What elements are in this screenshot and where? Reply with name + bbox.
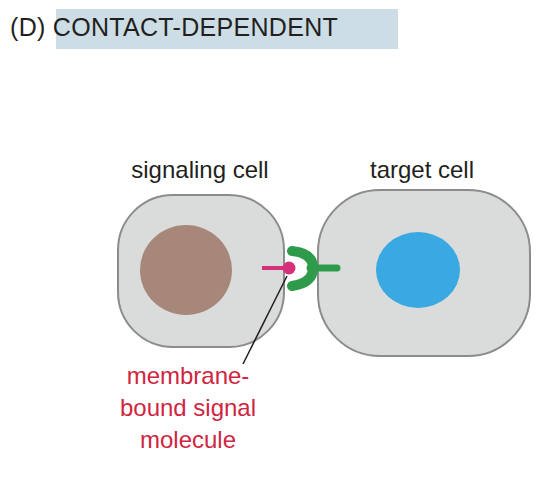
cell-label: target cell	[310, 155, 534, 185]
signal-stalk	[262, 266, 285, 270]
cell-shape	[310, 155, 534, 360]
cell-membrane	[318, 190, 530, 356]
cell-nucleus	[376, 232, 460, 308]
signal-molecule	[283, 262, 296, 275]
cell-shape	[110, 155, 290, 350]
cell-label: signaling cell	[110, 155, 290, 185]
cell-membrane	[118, 195, 284, 347]
receptor-cup	[292, 251, 313, 286]
cell-nucleus	[140, 225, 232, 315]
cell-node: target cell	[310, 155, 534, 360]
callout-label: membrane- bound signal molecule	[108, 360, 268, 456]
cell-node: signaling cell	[110, 155, 290, 350]
figure-title: (D) CONTACT-DEPENDENT	[10, 13, 338, 42]
